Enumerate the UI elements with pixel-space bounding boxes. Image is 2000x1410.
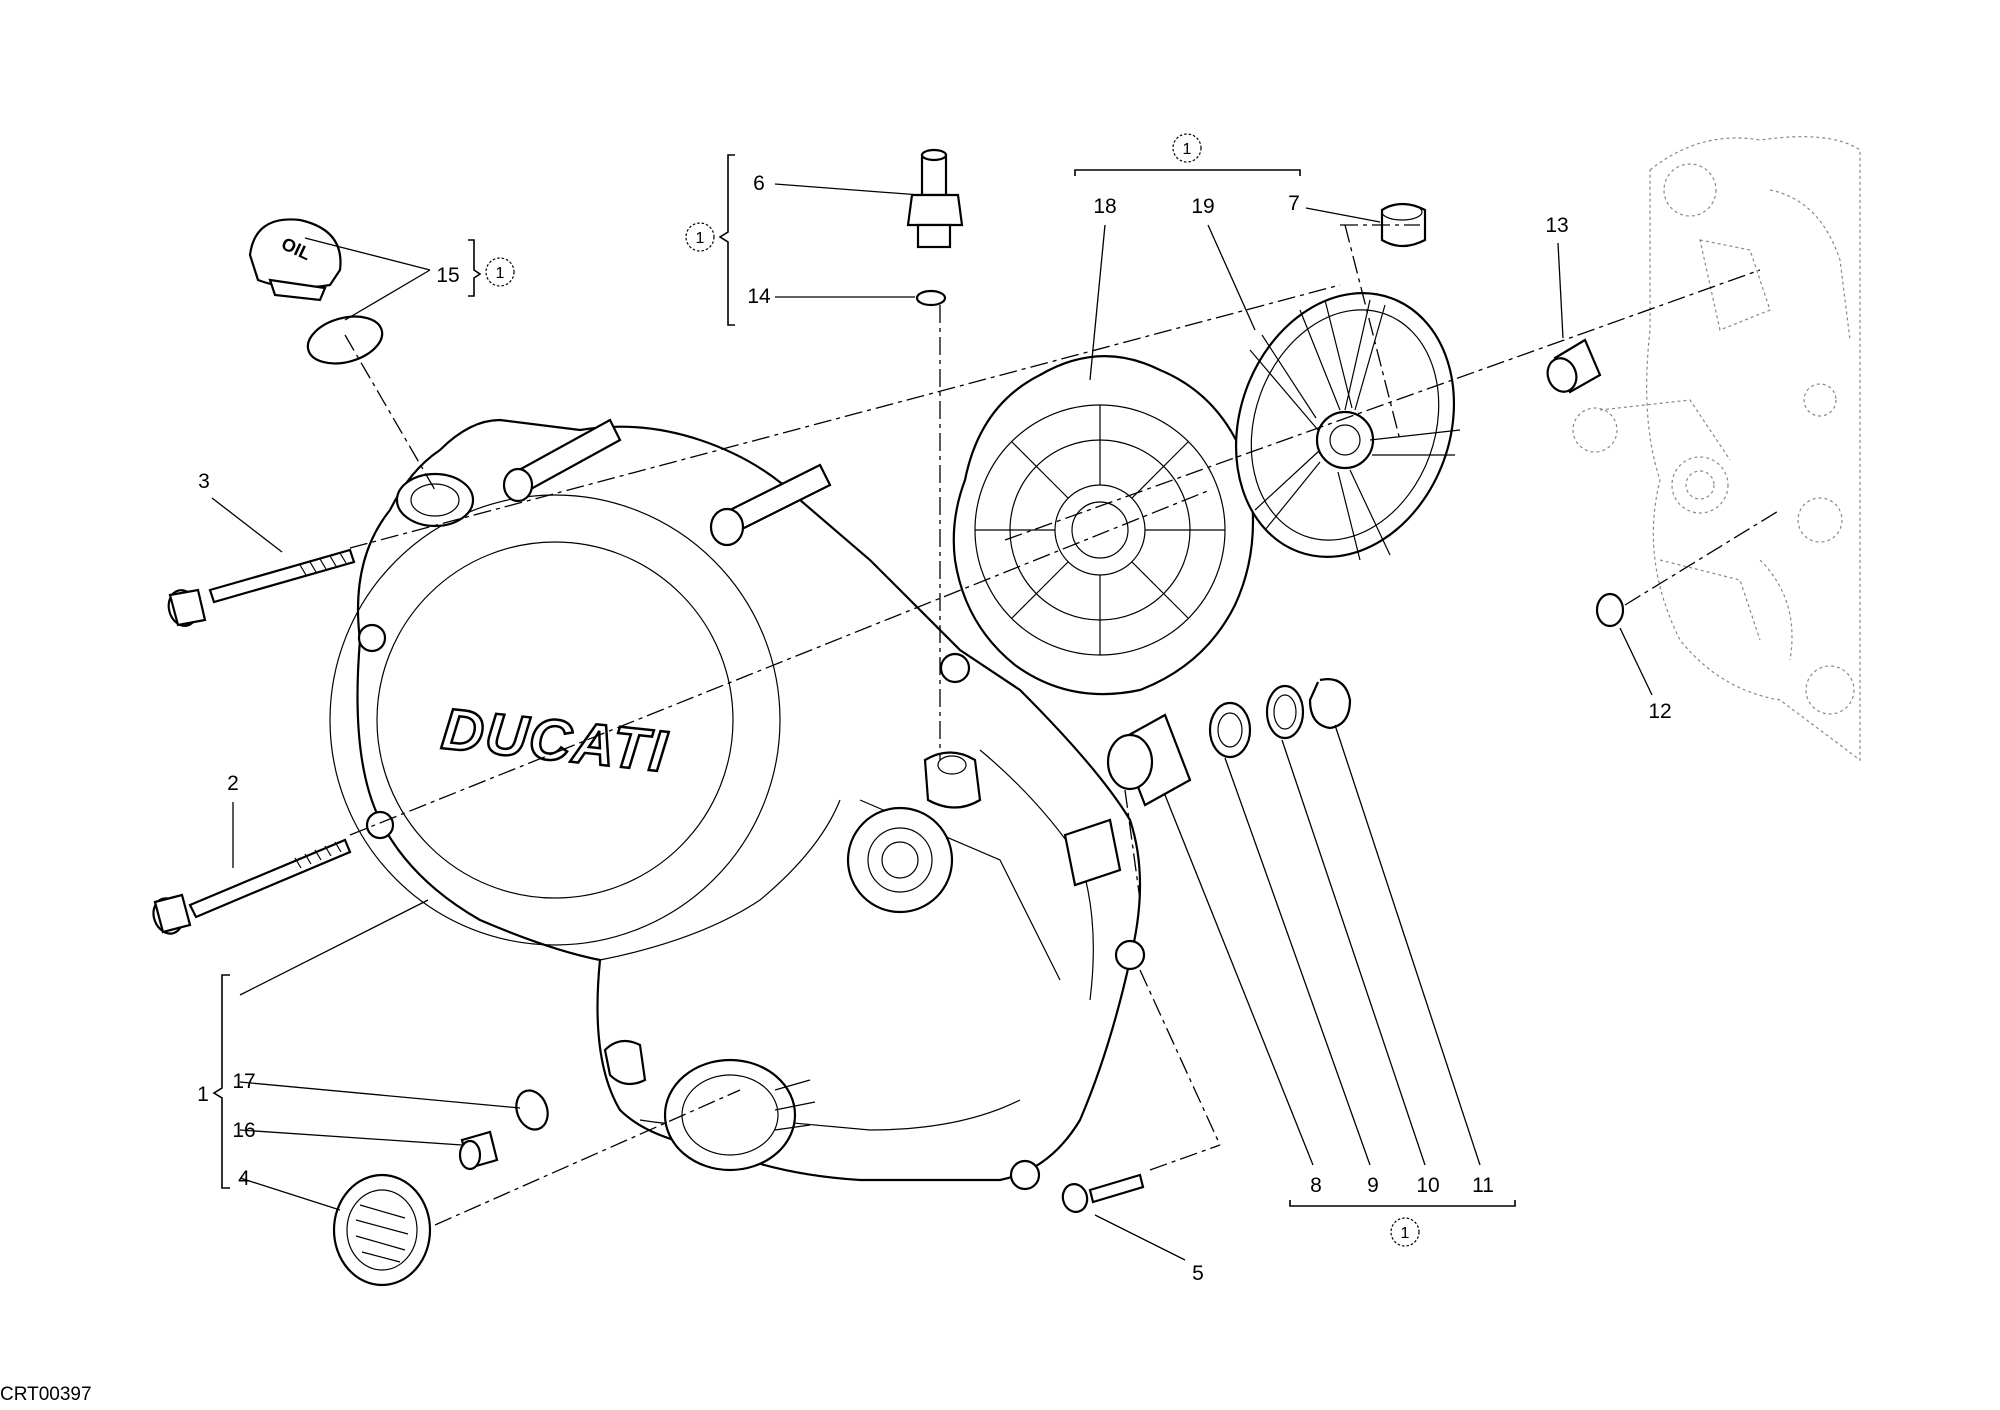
oil-seal-4 (332, 1173, 432, 1287)
plug-7 (1380, 202, 1427, 248)
callout-16: 16 (232, 1119, 255, 1142)
callout-1: 1 (197, 1083, 209, 1106)
plug-16 (458, 1130, 499, 1171)
svg-text:1: 1 (496, 265, 505, 282)
callout-11: 11 (1472, 1174, 1494, 1197)
callout-labels: 1 2 3 4 5 6 7 8 9 10 11 12 13 14 15 16 1… (197, 172, 1672, 1285)
callout-10: 10 (1416, 1174, 1439, 1197)
kit-symbol-6-14: 1 (685, 222, 715, 252)
o-ring-12 (1595, 592, 1625, 628)
bushing-13 (1546, 338, 1602, 394)
callout-4: 4 (238, 1167, 250, 1190)
callout-8: 8 (1310, 1174, 1322, 1197)
callout-14: 14 (747, 285, 771, 308)
callout-9: 9 (1367, 1174, 1379, 1197)
clutch-cover-insert-18 (952, 355, 1255, 696)
callout-17: 17 (232, 1070, 255, 1093)
callout-5: 5 (1192, 1262, 1204, 1285)
kit-symbol-15: 1 (485, 257, 515, 287)
callout-7: 7 (1288, 192, 1300, 215)
clutch-cover (329, 418, 1146, 1191)
oil-filler-cap: OIL (248, 218, 384, 365)
engine-case-ghost (1572, 136, 1861, 762)
callout-15: 15 (436, 264, 459, 287)
callout-19: 19 (1191, 195, 1214, 218)
temperature-sensor (906, 148, 964, 307)
ring-10 (1265, 684, 1305, 740)
svg-text:1: 1 (1183, 141, 1192, 158)
circlip-11 (1308, 678, 1352, 730)
screw-3 (167, 548, 356, 627)
washer-17 (515, 1089, 549, 1131)
callout-18: 18 (1093, 195, 1116, 218)
drawing-code: CRT00397 (0, 1384, 92, 1405)
svg-text:1: 1 (696, 230, 705, 247)
kit-symbol-8-11: 1 (1390, 1217, 1420, 1247)
ring-9 (1208, 701, 1252, 759)
pressure-plate-19 (1234, 292, 1461, 561)
svg-text:1: 1 (1401, 1225, 1410, 1242)
kit-symbol-18-19: 1 (1172, 133, 1202, 163)
screw-5 (1061, 1173, 1145, 1213)
brackets (212, 154, 1516, 1207)
callout-2: 2 (227, 772, 239, 795)
callout-3: 3 (198, 470, 210, 493)
screw-2 (152, 838, 352, 935)
callout-13: 13 (1545, 214, 1568, 237)
leader-lines (211, 183, 1653, 1261)
callout-12: 12 (1648, 700, 1671, 723)
center-lines (344, 224, 1781, 1226)
bushing-8 (1106, 713, 1192, 807)
callout-6: 6 (753, 172, 765, 195)
